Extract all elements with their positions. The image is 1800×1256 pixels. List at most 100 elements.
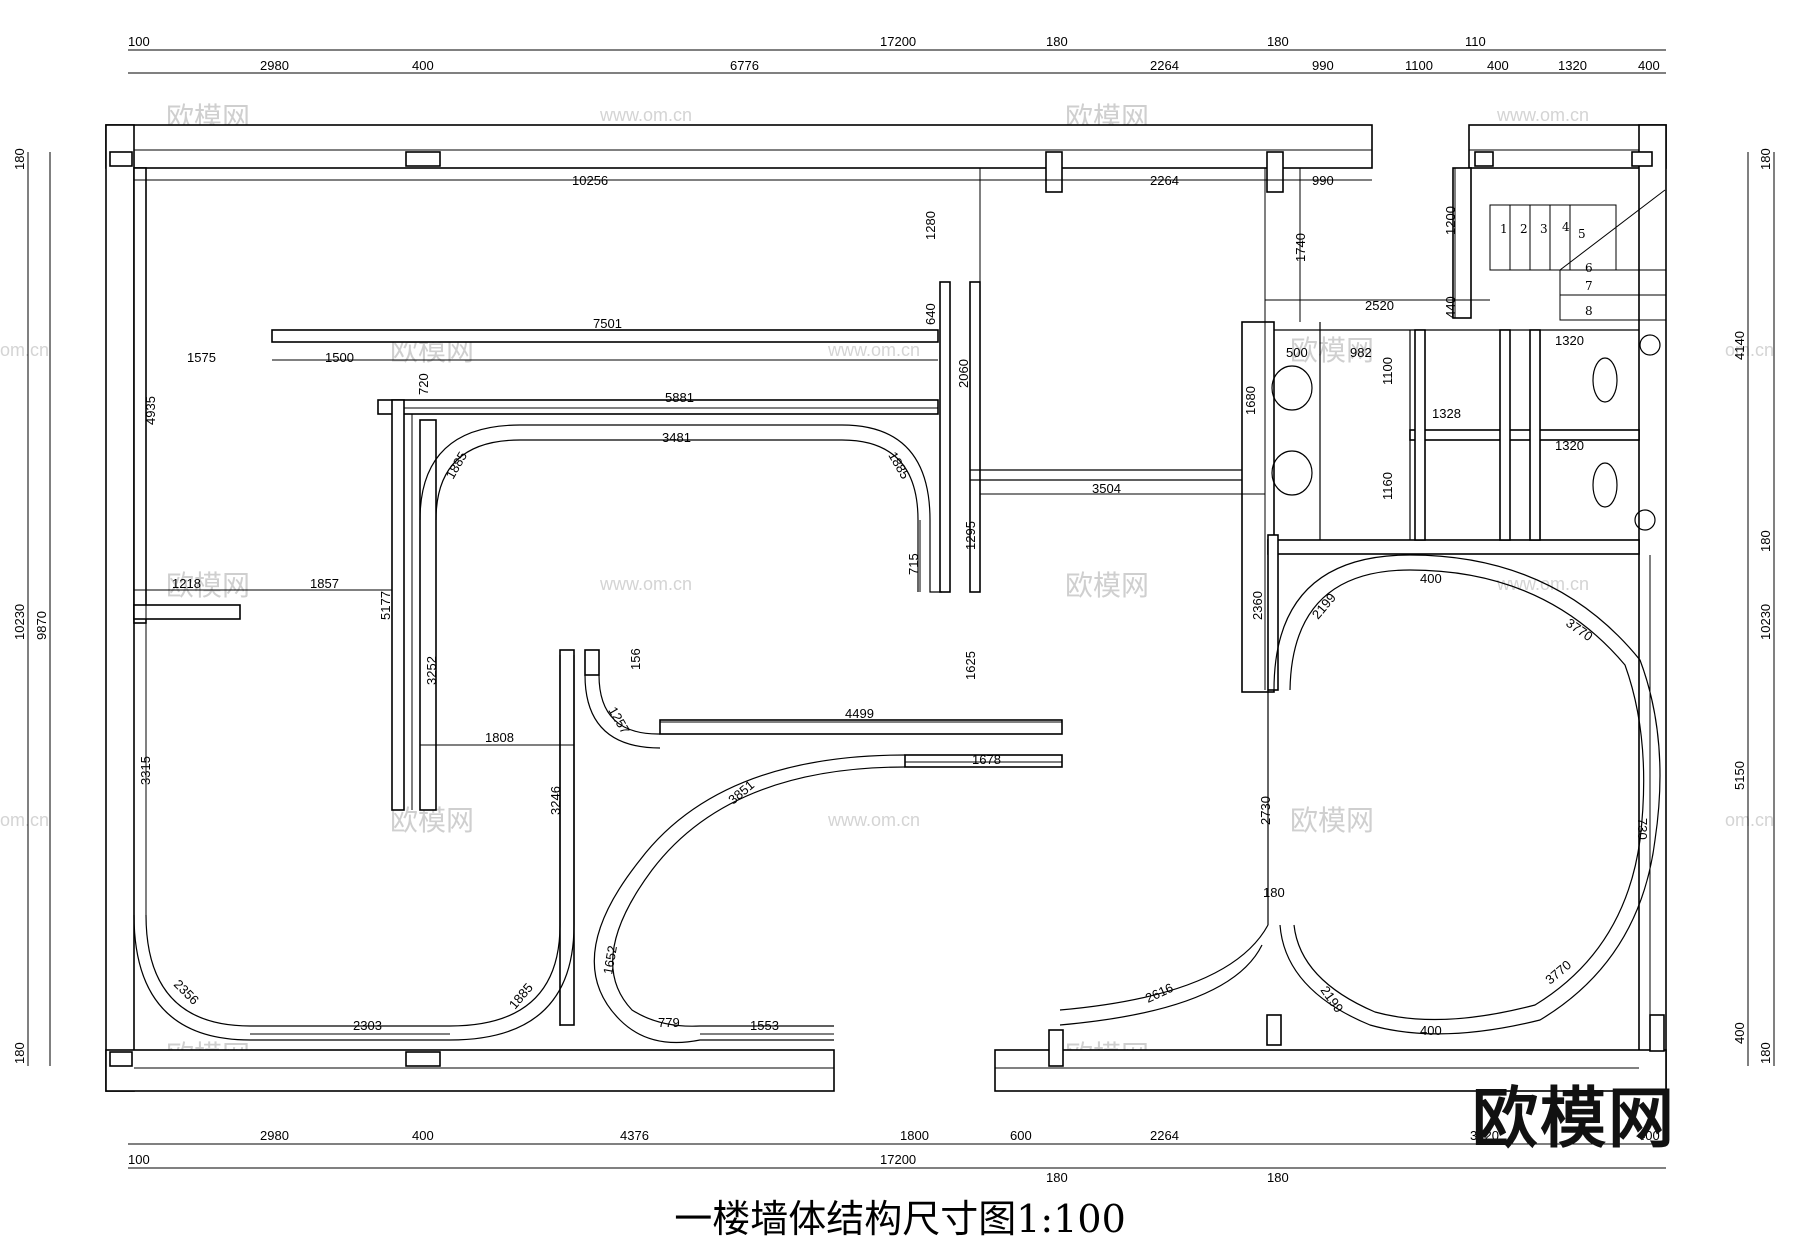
dim-label: 1160 xyxy=(1380,472,1395,500)
dim-label: 156 xyxy=(628,648,643,670)
dim-label: 1100 xyxy=(1380,357,1395,385)
watermark-url: www.om.cn xyxy=(1496,574,1589,594)
stair-step-number: 8 xyxy=(1585,304,1593,318)
dim-label: 1320 xyxy=(1555,438,1584,453)
dim-label: 3851 xyxy=(725,777,757,807)
dim-label: 1680 xyxy=(1243,386,1258,415)
dim-label: 3504 xyxy=(1092,481,1121,496)
dim-label: 1800 xyxy=(900,1128,929,1143)
dim-label: 10230 xyxy=(1758,604,1773,640)
dim-label: 1218 xyxy=(172,576,201,591)
watermark-url: www.om.cn xyxy=(827,340,920,360)
dim-label: 1885 xyxy=(506,980,536,1012)
stair-step-number: 1 xyxy=(1500,222,1508,236)
dim-label: 400 xyxy=(412,58,434,73)
dim-label: 4935 xyxy=(143,396,158,425)
stair-step-number: 7 xyxy=(1585,279,1593,293)
dim-label: 2520 xyxy=(1365,298,1394,313)
dim-label: 640 xyxy=(923,303,938,325)
dim-label: 3246 xyxy=(548,786,563,815)
dim-label: 2264 xyxy=(1150,58,1179,73)
dim-label: 1295 xyxy=(963,521,978,550)
dim-label: 982 xyxy=(1350,345,1372,360)
dim-label: 17200 xyxy=(880,34,916,49)
outer-walls xyxy=(105,124,1667,1092)
watermark-url: om.cn xyxy=(1725,340,1774,360)
watermark-brand: 欧模网 xyxy=(166,569,250,602)
stair-numbers: 1 2 3 4 5 6 7 8 xyxy=(1500,220,1593,318)
dimension-lines xyxy=(27,49,1775,1169)
dim-label: 10230 xyxy=(12,604,27,640)
watermark-url: www.om.cn xyxy=(599,105,692,125)
dim-label: 9870 xyxy=(34,611,49,640)
dim-label: 1740 xyxy=(1293,233,1308,262)
dim-label: 2730 xyxy=(1258,796,1273,825)
dim-label: 400 xyxy=(1732,1022,1747,1044)
toilet-icon xyxy=(1592,462,1618,508)
dim-label: 4499 xyxy=(845,706,874,721)
dim-label: 600 xyxy=(1010,1128,1032,1143)
dim-label: 5150 xyxy=(1732,761,1747,790)
brand-logo: 欧模网 xyxy=(1472,1080,1676,1157)
dim-label: 1885 xyxy=(885,449,912,482)
toilet-icon xyxy=(1592,357,1618,403)
watermark-url: www.om.cn xyxy=(599,574,692,594)
watermark-url: om.cn xyxy=(0,340,49,360)
dim-label: 2199 xyxy=(1318,983,1347,1015)
stair-step-number: 5 xyxy=(1578,227,1586,241)
dim-label: 1500 xyxy=(325,350,354,365)
dim-label: 180 xyxy=(12,148,27,170)
dim-label: 715 xyxy=(906,553,921,575)
dim-label: 180 xyxy=(1758,148,1773,170)
dim-label: 1808 xyxy=(485,730,514,745)
dim-label: 2616 xyxy=(1143,980,1176,1006)
dim-label: 3920 xyxy=(1470,1128,1499,1143)
dim-label: 1257 xyxy=(605,704,632,737)
stair-step-number: 6 xyxy=(1585,261,1593,275)
stair-step-number: 4 xyxy=(1562,220,1570,234)
dim-label: 180 xyxy=(1267,1170,1289,1185)
dim-label: 180 xyxy=(1758,1042,1773,1064)
dim-label: 1575 xyxy=(187,350,216,365)
watermark-brand: 欧模网 xyxy=(1290,804,1374,837)
sink-icon xyxy=(1271,365,1313,411)
dim-label: 2303 xyxy=(353,1018,382,1033)
dim-label: 2356 xyxy=(171,977,202,1008)
dim-label: 2980 xyxy=(260,58,289,73)
dim-label: 4376 xyxy=(620,1128,649,1143)
dim-label: 17200 xyxy=(880,1152,916,1167)
dim-label: 720 xyxy=(416,373,431,395)
dim-label: 5177 xyxy=(378,591,393,620)
dim-label: 10256 xyxy=(572,173,608,188)
dim-label: 2980 xyxy=(260,1128,289,1143)
dim-label: 1320 xyxy=(1558,58,1587,73)
dim-label: 2264 xyxy=(1150,173,1179,188)
dim-label: 400 xyxy=(1420,1023,1442,1038)
dim-label: 400 xyxy=(1638,1128,1660,1143)
dim-label: 100 xyxy=(128,1152,150,1167)
dim-label: 400 xyxy=(1420,571,1442,586)
dim-label: 100 xyxy=(128,34,150,49)
dim-label: 1652 xyxy=(600,944,620,975)
dim-label: 400 xyxy=(412,1128,434,1143)
dim-label: 7501 xyxy=(593,316,622,331)
dim-label: 3315 xyxy=(138,756,153,785)
dim-label: 500 xyxy=(1286,345,1308,360)
dim-label: 990 xyxy=(1312,173,1334,188)
dim-label: 2360 xyxy=(1250,591,1265,620)
dim-label: 1885 xyxy=(443,449,470,482)
dim-label: 3252 xyxy=(424,656,439,685)
drawing-title: 一楼墙体结构尺寸图1:100 xyxy=(674,1197,1126,1241)
dim-label: 990 xyxy=(1312,58,1334,73)
dim-label: 400 xyxy=(1638,58,1660,73)
dimension-text: 100 17200 180 180 110 2980 400 6776 2264… xyxy=(12,34,1773,1185)
watermark-url: www.om.cn xyxy=(1496,105,1589,125)
dim-label: 180 xyxy=(1046,34,1068,49)
dim-label: 400 xyxy=(1487,58,1509,73)
dim-label: 5881 xyxy=(665,390,694,405)
watermark-brand: 欧模网 xyxy=(1290,334,1374,367)
stair-step-number: 2 xyxy=(1520,222,1528,236)
dim-label: 1100 xyxy=(1405,58,1433,73)
dim-label: 3770 xyxy=(1542,957,1574,987)
